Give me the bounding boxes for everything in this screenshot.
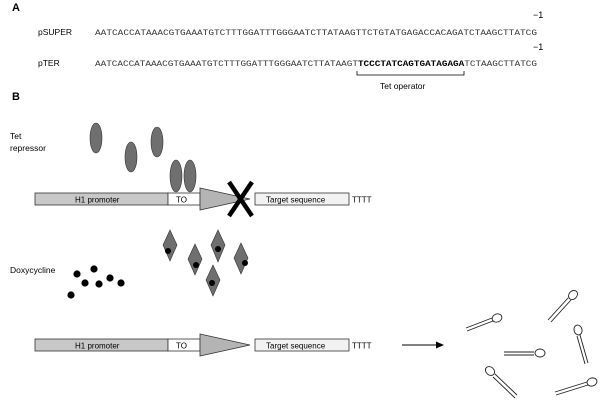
shrna-hairpins <box>465 289 598 399</box>
plasmid-name-pter: pTER <box>38 58 60 68</box>
sequence-psuper-part-2: TCTGTATGAGACCACAGATCTAAGCTTATCG <box>361 30 537 38</box>
tet-repressor-1 <box>89 122 103 154</box>
tet-operator-sequence: TCCCTATCAGTGATAGAGA <box>358 61 465 69</box>
transcription-arrow-top <box>199 187 251 211</box>
shrna-hairpin-5 <box>484 366 518 399</box>
construct-bottom: H1 promoter TO Target sequence TTTT <box>34 333 372 357</box>
shrna-hairpin-1 <box>465 313 503 332</box>
doxycycline-molecule-5 <box>95 280 103 288</box>
repressor-doxycycline-complex-3 <box>210 229 226 263</box>
tet-operator-bracket <box>356 71 465 76</box>
target-sequence-label-top: Target sequence <box>266 196 326 205</box>
sequence-pter-part-1: AATCACCATAAACGTGAAATGTCTTTGGATTTGGGAATCT… <box>95 61 358 69</box>
target-sequence-box-bottom <box>254 338 350 352</box>
tet-operator-box-label-bottom: TO <box>176 342 187 351</box>
tet-repressor-bound-1 <box>169 159 183 193</box>
doxycycline-label: Doxycycline <box>10 265 56 275</box>
tet-repressor-bound-2 <box>183 159 197 193</box>
transcription-blocked-x-icon <box>227 180 254 218</box>
doxycycline-molecule-1 <box>90 265 98 273</box>
tet-repressor-3 <box>124 141 138 173</box>
shrna-hairpin-4 <box>573 324 589 365</box>
doxycycline-molecule-3 <box>106 274 114 282</box>
panel-a-label: A <box>12 2 20 14</box>
sequence-psuper-part-1: AATCACCATAAACGTGAAATGTCTTTGGATTTGGGAATCT… <box>95 30 362 38</box>
panel-b-label: B <box>12 91 20 103</box>
terminator-label-top: TTTT <box>352 196 372 205</box>
target-sequence-box-top <box>254 192 350 206</box>
tet-operator-label: Tet operator <box>380 81 426 91</box>
terminator-label-bottom: TTTT <box>352 342 372 351</box>
h1-promoter-label-top: H1 promoter <box>75 196 120 205</box>
doxycycline-molecule-2 <box>73 270 81 278</box>
doxycycline-molecule-4 <box>81 279 89 287</box>
sequence-pter: AATCACCATAAACGTGAAATGTCTTTGGATTTGGGAATCT… <box>95 61 537 69</box>
tet-repressor-label-line-1: Tet <box>10 131 22 141</box>
minus-one-marker-psuper: −1 <box>533 10 543 20</box>
tet-repressor-2 <box>150 126 164 158</box>
tet-operator-box-label-top: TO <box>176 196 187 205</box>
sequence-psuper: AATCACCATAAACGTGAAATGTCTTTGGATTTGGGAATCT… <box>95 30 537 38</box>
shrna-hairpin-2 <box>547 289 578 323</box>
sequence-pter-part-3: TCTAAGCTTATCG <box>464 61 537 69</box>
expression-arrow <box>402 341 444 349</box>
doxycycline-molecule-7 <box>67 291 75 299</box>
plasmid-name-psuper: pSUPER <box>38 27 72 37</box>
h1-promoter-label-bottom: H1 promoter <box>75 342 120 351</box>
transcription-arrow-bottom <box>199 333 251 357</box>
repressor-doxycycline-complex-4 <box>233 242 249 275</box>
target-sequence-label-bottom: Target sequence <box>266 342 326 351</box>
shrna-hairpin-6 <box>554 377 598 396</box>
shrna-hairpin-3 <box>504 348 546 358</box>
minus-one-marker-pter: −1 <box>533 42 543 52</box>
repressor-doxycycline-complex-2 <box>187 243 203 276</box>
tet-repressor-label-line-2: repressor <box>10 143 46 153</box>
repressor-doxycycline-complex-5 <box>205 264 221 297</box>
doxycycline-molecule-6 <box>117 279 125 287</box>
repressor-doxycycline-complex-1 <box>162 229 178 262</box>
construct-top: H1 promoter TO Target sequence TTTT <box>34 187 372 211</box>
